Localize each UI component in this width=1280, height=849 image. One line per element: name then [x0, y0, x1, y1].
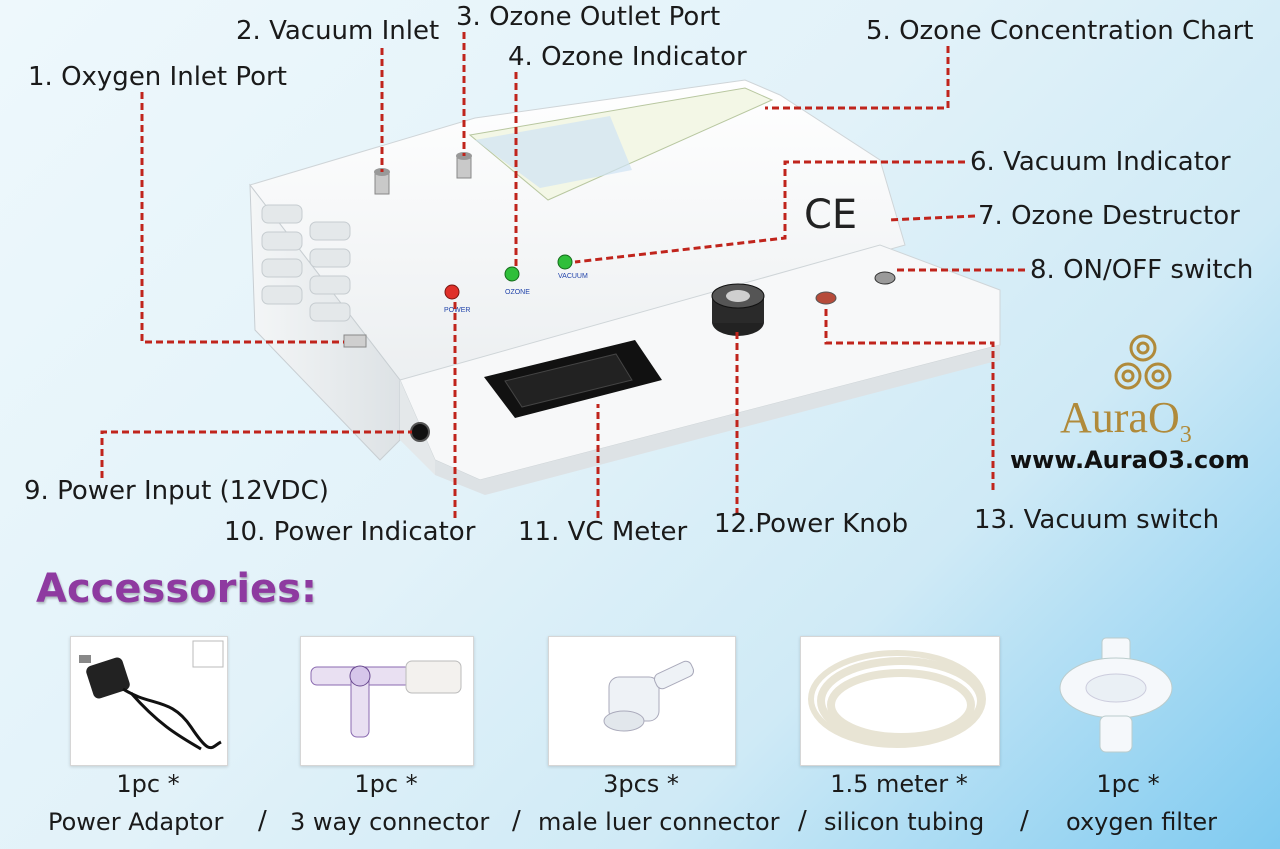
brand-name: AuraO3: [1060, 393, 1192, 448]
accessory-qty-4: 1.5 meter *: [830, 770, 968, 798]
power-input-jack: [410, 422, 430, 442]
accessory-qty-2: 1pc *: [354, 770, 418, 798]
label-oxygen-inlet: 1. Oxygen Inlet Port: [28, 62, 287, 92]
accessory-qty-3: 3pcs *: [603, 770, 679, 798]
luer-connector-icon: [548, 636, 736, 766]
vent-slots: [261, 204, 351, 322]
onoff-switch-button: [874, 271, 896, 285]
label-onoff-switch: 8. ON/OFF switch: [1030, 255, 1254, 285]
label-ozone-outlet: 3. Ozone Outlet Port: [456, 2, 721, 32]
ozone-led: [504, 266, 520, 282]
label-ozone-chart: 5. Ozone Concentration Chart: [866, 16, 1254, 46]
label-ozone-destructor: 7. Ozone Destructor: [978, 201, 1240, 231]
separator: /: [258, 806, 267, 836]
label-vacuum-switch: 13. Vacuum switch: [974, 505, 1220, 535]
label-vc-meter: 11. VC Meter: [518, 517, 688, 547]
accessory-desc-1: Power Adaptor: [48, 808, 224, 836]
accessory-qty-1: 1pc *: [116, 770, 180, 798]
three-way-connector-icon: [300, 636, 474, 766]
power-knob: [711, 283, 765, 336]
accessory-desc-2: 3 way connector: [290, 808, 490, 836]
svg-text:VACUUM: VACUUM: [558, 273, 588, 280]
aurao3-logo-icon: [1114, 334, 1172, 390]
svg-text:OZONE: OZONE: [505, 289, 530, 296]
label-ozone-indicator: 4. Ozone Indicator: [508, 42, 747, 72]
silicon-tubing-icon: [800, 636, 1000, 766]
accessory-desc-3: male luer connector: [538, 808, 780, 836]
leader-lines: [100, 32, 1025, 518]
label-power-indicator: 10. Power Indicator: [224, 517, 476, 547]
accessory-qty-5: 1pc *: [1096, 770, 1160, 798]
svg-text:POWER: POWER: [444, 307, 470, 314]
accessory-desc-4: silicon tubing: [824, 808, 985, 836]
separator: /: [798, 806, 807, 836]
accessories-title: Accessories:: [36, 566, 317, 612]
accessory-desc-5: oxygen filter: [1066, 808, 1218, 836]
brand-url[interactable]: www.AuraO3.com: [1010, 446, 1250, 474]
label-vacuum-indicator: 6. Vacuum Indicator: [970, 147, 1231, 177]
label-power-knob: 12.Power Knob: [714, 509, 909, 539]
oxygen-filter-icon: [1040, 636, 1212, 764]
label-vacuum-inlet: 2. Vacuum Inlet: [236, 16, 440, 46]
power-adapter-icon: [70, 636, 228, 766]
oxygen-inlet-port: [343, 334, 367, 348]
vacuum-switch-button: [815, 291, 837, 305]
separator: /: [1020, 806, 1029, 836]
separator: /: [512, 806, 521, 836]
label-power-input: 9. Power Input (12VDC): [24, 476, 329, 506]
power-led: [444, 284, 460, 300]
ce-mark: CE: [804, 192, 857, 238]
vacuum-led: [557, 254, 573, 270]
